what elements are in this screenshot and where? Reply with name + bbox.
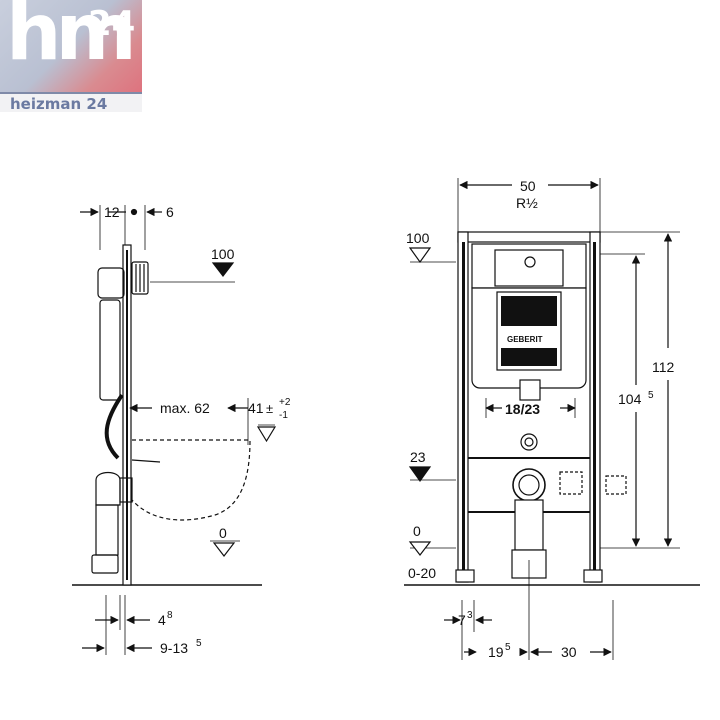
frame-right-core bbox=[593, 242, 596, 578]
level-0-label: 0 bbox=[219, 525, 227, 541]
level-41-marker bbox=[256, 426, 277, 443]
frame-upright-core bbox=[126, 250, 128, 580]
power-socket-2 bbox=[605, 475, 627, 495]
actuator-button-bottom bbox=[501, 348, 557, 366]
level-100-marker-front bbox=[408, 247, 432, 264]
tolerance-minus: -1 bbox=[279, 410, 288, 421]
front-view-labels: 50 R½ 100 23 0 0-20 18/23 112 104 5 GEBE… bbox=[406, 178, 675, 660]
level-23-label-front: 23 bbox=[410, 449, 426, 465]
dim-label-7-sup: 3 bbox=[467, 610, 473, 621]
waste-pipe bbox=[95, 504, 119, 556]
pan-connector bbox=[119, 477, 133, 503]
dim-label-913: 9-13 bbox=[160, 640, 188, 656]
level-100-label: 100 bbox=[211, 246, 235, 262]
spacing-label: 18/23 bbox=[505, 401, 540, 417]
dim-label-30: 30 bbox=[561, 644, 577, 660]
foot-right bbox=[583, 569, 603, 583]
logo-number: 24 bbox=[88, 4, 136, 44]
level-0-marker-front bbox=[408, 541, 432, 556]
tolerance-pm: ± bbox=[266, 401, 273, 416]
cistern-valve-box bbox=[494, 249, 564, 287]
dim-label-19: 19 bbox=[488, 644, 504, 660]
flush-outlet bbox=[519, 379, 541, 401]
power-socket-1 bbox=[559, 471, 583, 495]
flush-pipe-bore bbox=[524, 437, 534, 447]
level-0-label-front: 0 bbox=[413, 523, 421, 539]
logo-band: heizman 24 bbox=[0, 92, 142, 112]
level-100-marker bbox=[211, 262, 235, 277]
dim-label-6: 6 bbox=[166, 204, 174, 220]
frame-top-bar bbox=[457, 231, 601, 243]
waste-bend bbox=[95, 471, 121, 506]
frame-left-core bbox=[462, 242, 465, 578]
max-distance-label: max. 62 bbox=[160, 400, 210, 416]
side-view-labels: 12 6 100 max. 62 41 ± +2 -1 0 4 8 9-13 5 bbox=[104, 204, 291, 656]
height-41-label: 41 bbox=[248, 400, 264, 416]
level-0-marker bbox=[212, 542, 236, 557]
flush-pipe-connector bbox=[520, 433, 538, 451]
height-112-label: 112 bbox=[652, 359, 675, 375]
level-100-label-front: 100 bbox=[406, 230, 430, 246]
cistern-top bbox=[97, 267, 125, 299]
brand-label: GEBERIT bbox=[507, 335, 543, 344]
thread-label: R½ bbox=[516, 195, 538, 211]
waste-connector-inner bbox=[518, 474, 540, 496]
actuator-plate bbox=[131, 261, 149, 295]
flush-pipe bbox=[104, 393, 124, 460]
waste-pipe-front bbox=[514, 499, 544, 551]
dim-label-7: 7 bbox=[458, 612, 466, 628]
dim-label-4: 4 bbox=[158, 612, 166, 628]
heizman24-logo: hm 24 heizman 24 bbox=[0, 0, 142, 112]
front-view bbox=[404, 178, 700, 660]
logo-text: heizman 24 bbox=[10, 95, 108, 112]
dim-label-913-sup: 5 bbox=[196, 638, 202, 649]
side-view bbox=[72, 205, 277, 655]
dim-label-19-sup: 5 bbox=[505, 642, 511, 653]
height-104-sup: 5 bbox=[648, 390, 654, 401]
wc-pan-outline bbox=[131, 439, 251, 521]
dim-label-12: 12 bbox=[104, 204, 120, 220]
waste-outlet bbox=[91, 554, 119, 574]
height-104-label: 104 bbox=[618, 391, 642, 407]
level-23-marker-front bbox=[408, 466, 432, 483]
dim-dot bbox=[130, 208, 138, 216]
width-label: 50 bbox=[520, 178, 536, 194]
dim-label-4-sup: 8 bbox=[167, 610, 173, 621]
tolerance-plus: +2 bbox=[279, 397, 291, 408]
range-020-label: 0-20 bbox=[408, 565, 436, 581]
brand-label-bg bbox=[505, 334, 553, 344]
water-inlet bbox=[524, 256, 536, 268]
cistern-body bbox=[99, 299, 121, 401]
waste-connector bbox=[512, 468, 546, 502]
pan-rim bbox=[131, 459, 161, 463]
logo-mark: hm bbox=[6, 0, 137, 78]
foot-left bbox=[455, 569, 475, 583]
actuator-button-top bbox=[501, 296, 557, 326]
